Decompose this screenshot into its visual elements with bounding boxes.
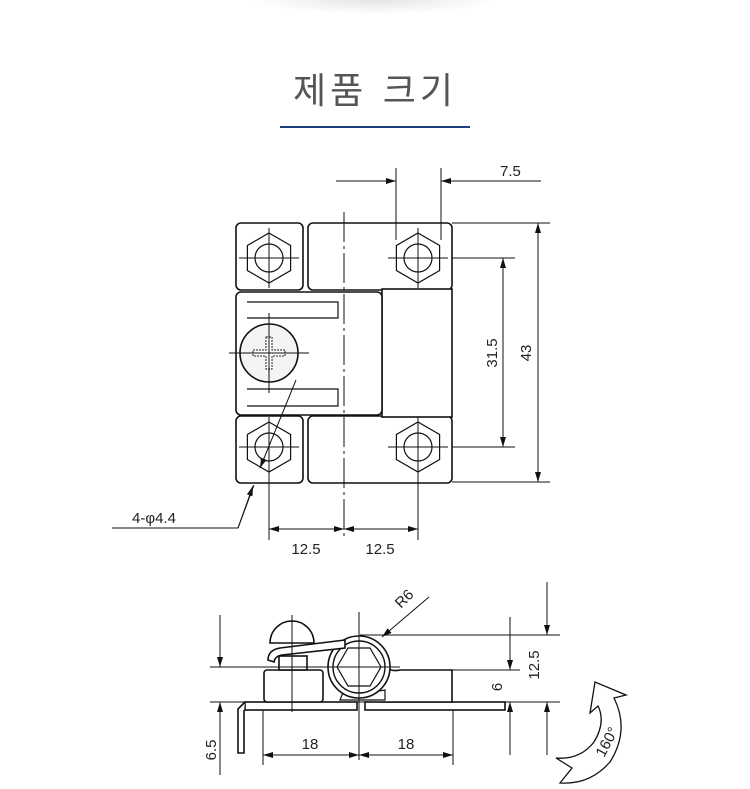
dim-leaf-height: 6 xyxy=(489,683,506,691)
dim-radius: R6 xyxy=(392,586,418,612)
dim-left-pitch: 12.5 xyxy=(291,541,320,558)
dim-tab-depth: 6.5 xyxy=(203,740,220,761)
rotation-arrow-icon: 160° xyxy=(555,681,629,784)
dim-total-thickness: 12.5 xyxy=(526,650,543,679)
dim-left-span: 18 xyxy=(302,736,319,753)
top-view: 7.5 31.5 43 12.5 12.5 4-φ4.4 xyxy=(112,163,550,558)
dim-right-pitch: 12.5 xyxy=(365,541,394,558)
top-shadow xyxy=(250,0,500,14)
page-title: 제품 크기 xyxy=(293,71,457,112)
hex-nut-icon xyxy=(239,228,299,288)
dim-hole-pitch-vertical: 31.5 xyxy=(484,338,501,367)
right-top-leaf xyxy=(307,222,453,291)
title-underline xyxy=(280,126,470,128)
hole-note: 4-φ4.4 xyxy=(132,510,176,527)
right-bottom-leaf xyxy=(307,415,453,484)
hex-nut-icon xyxy=(388,228,448,288)
dim-total-height: 43 xyxy=(518,345,535,362)
mounting-holes xyxy=(239,228,448,477)
left-base-plate xyxy=(244,701,358,711)
dim-hole-width: 7.5 xyxy=(500,163,521,180)
top-leaf xyxy=(267,639,346,664)
washer xyxy=(278,655,308,671)
phillips-screw-icon xyxy=(229,313,309,393)
side-view: 6.5 18 18 6 12.5 R6 160° xyxy=(203,582,629,784)
right-base-plate xyxy=(364,701,506,711)
dim-right-span: 18 xyxy=(398,736,415,753)
left-block xyxy=(263,669,324,703)
right-leaf xyxy=(380,666,453,703)
right-body xyxy=(381,288,453,418)
bent-tab xyxy=(237,701,246,754)
